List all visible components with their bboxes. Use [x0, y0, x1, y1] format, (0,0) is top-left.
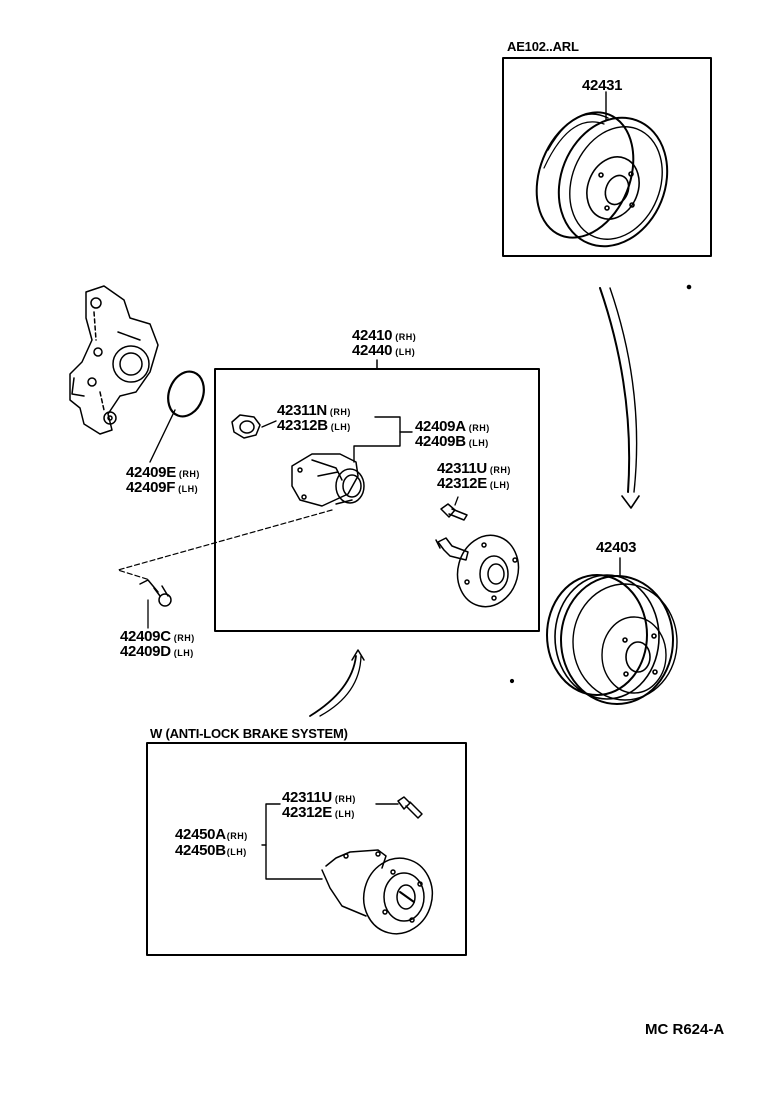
rotor-variant-header: AE102..ARL: [507, 39, 579, 54]
side-tag: (LH): [489, 480, 510, 490]
diagram-reference-code: MC R624-A: [645, 1021, 725, 1038]
o-ring-drawing: [149, 370, 205, 463]
label-42403: 42403: [596, 539, 637, 556]
side-tag: (RH): [178, 469, 200, 479]
label-abs-hub-lh: 42450B(LH): [175, 843, 247, 859]
label-bolt-lh: 42312E(LH): [437, 476, 510, 492]
label-oring-rh: 42409E(RH): [126, 465, 200, 481]
hub-assembly-box: [214, 359, 540, 632]
curved-arrow-down: [599, 287, 640, 509]
label-42431: 42431: [582, 77, 623, 94]
part-number: 42450B: [175, 842, 226, 859]
part-number: 42311U: [437, 460, 487, 477]
side-tag: (RH): [334, 794, 356, 804]
abs-header: W (ANTI-LOCK BRAKE SYSTEM): [150, 726, 348, 741]
part-number: 42450A: [175, 826, 226, 843]
part-number: 42312E: [437, 475, 487, 492]
label-hub-lh: 42440(LH): [352, 343, 415, 359]
side-tag: (LH): [468, 438, 489, 448]
part-number: 42409B: [415, 433, 466, 450]
side-tag: (RH): [468, 423, 490, 433]
label-abs-hub-rh: 42450A(RH): [175, 827, 248, 843]
side-tag: (RH): [173, 633, 195, 643]
part-number: 42311U: [282, 789, 332, 806]
label-nut-lh: 42312B(LH): [277, 418, 351, 434]
label-abs-bolt-lh: 42312E(LH): [282, 805, 355, 821]
label-bolt-rh: 42311U(RH): [437, 461, 511, 477]
side-tag: (LH): [334, 809, 355, 819]
steering-knuckle-drawing: [69, 285, 159, 435]
part-number: 42409E: [126, 464, 176, 481]
side-tag: (RH): [329, 407, 351, 417]
part-number: 42440: [352, 342, 393, 359]
side-tag: (LH): [178, 484, 199, 494]
side-tag: (LH): [173, 648, 194, 658]
label-hub-rh: 42410(RH): [352, 328, 416, 344]
part-number: 42409F: [126, 479, 176, 496]
label-bolt2-rh: 42409C(RH): [120, 629, 195, 645]
label-bearing-lh: 42409B(LH): [415, 434, 489, 450]
part-number: 42312B: [277, 417, 328, 434]
side-tag: (RH): [226, 831, 248, 841]
side-tag: (RH): [489, 465, 511, 475]
label-bearing-rh: 42409A(RH): [415, 419, 490, 435]
disc-rotor-inset: [502, 57, 712, 257]
bolt-42409c-drawing: [139, 579, 172, 629]
side-tag: (LH): [330, 422, 351, 432]
side-tag: (LH): [395, 347, 416, 357]
part-number: 42312E: [282, 804, 332, 821]
side-tag: (LH): [226, 847, 247, 857]
label-abs-bolt-rh: 42311U(RH): [282, 790, 356, 806]
label-oring-lh: 42409F(LH): [126, 480, 198, 496]
abs-box: [146, 742, 467, 956]
part-number: 42409C: [120, 628, 171, 645]
part-number: 42409D: [120, 643, 171, 660]
side-tag: (RH): [395, 332, 417, 342]
label-nut-rh: 42311N(RH): [277, 403, 351, 419]
part-number: 42311N: [277, 402, 327, 419]
brake-drum-drawing: [546, 557, 678, 705]
part-number: 42409A: [415, 418, 466, 435]
part-number: 42410: [352, 327, 393, 344]
curved-arrow-up: [309, 649, 365, 717]
label-bolt2-lh: 42409D(LH): [120, 644, 194, 660]
